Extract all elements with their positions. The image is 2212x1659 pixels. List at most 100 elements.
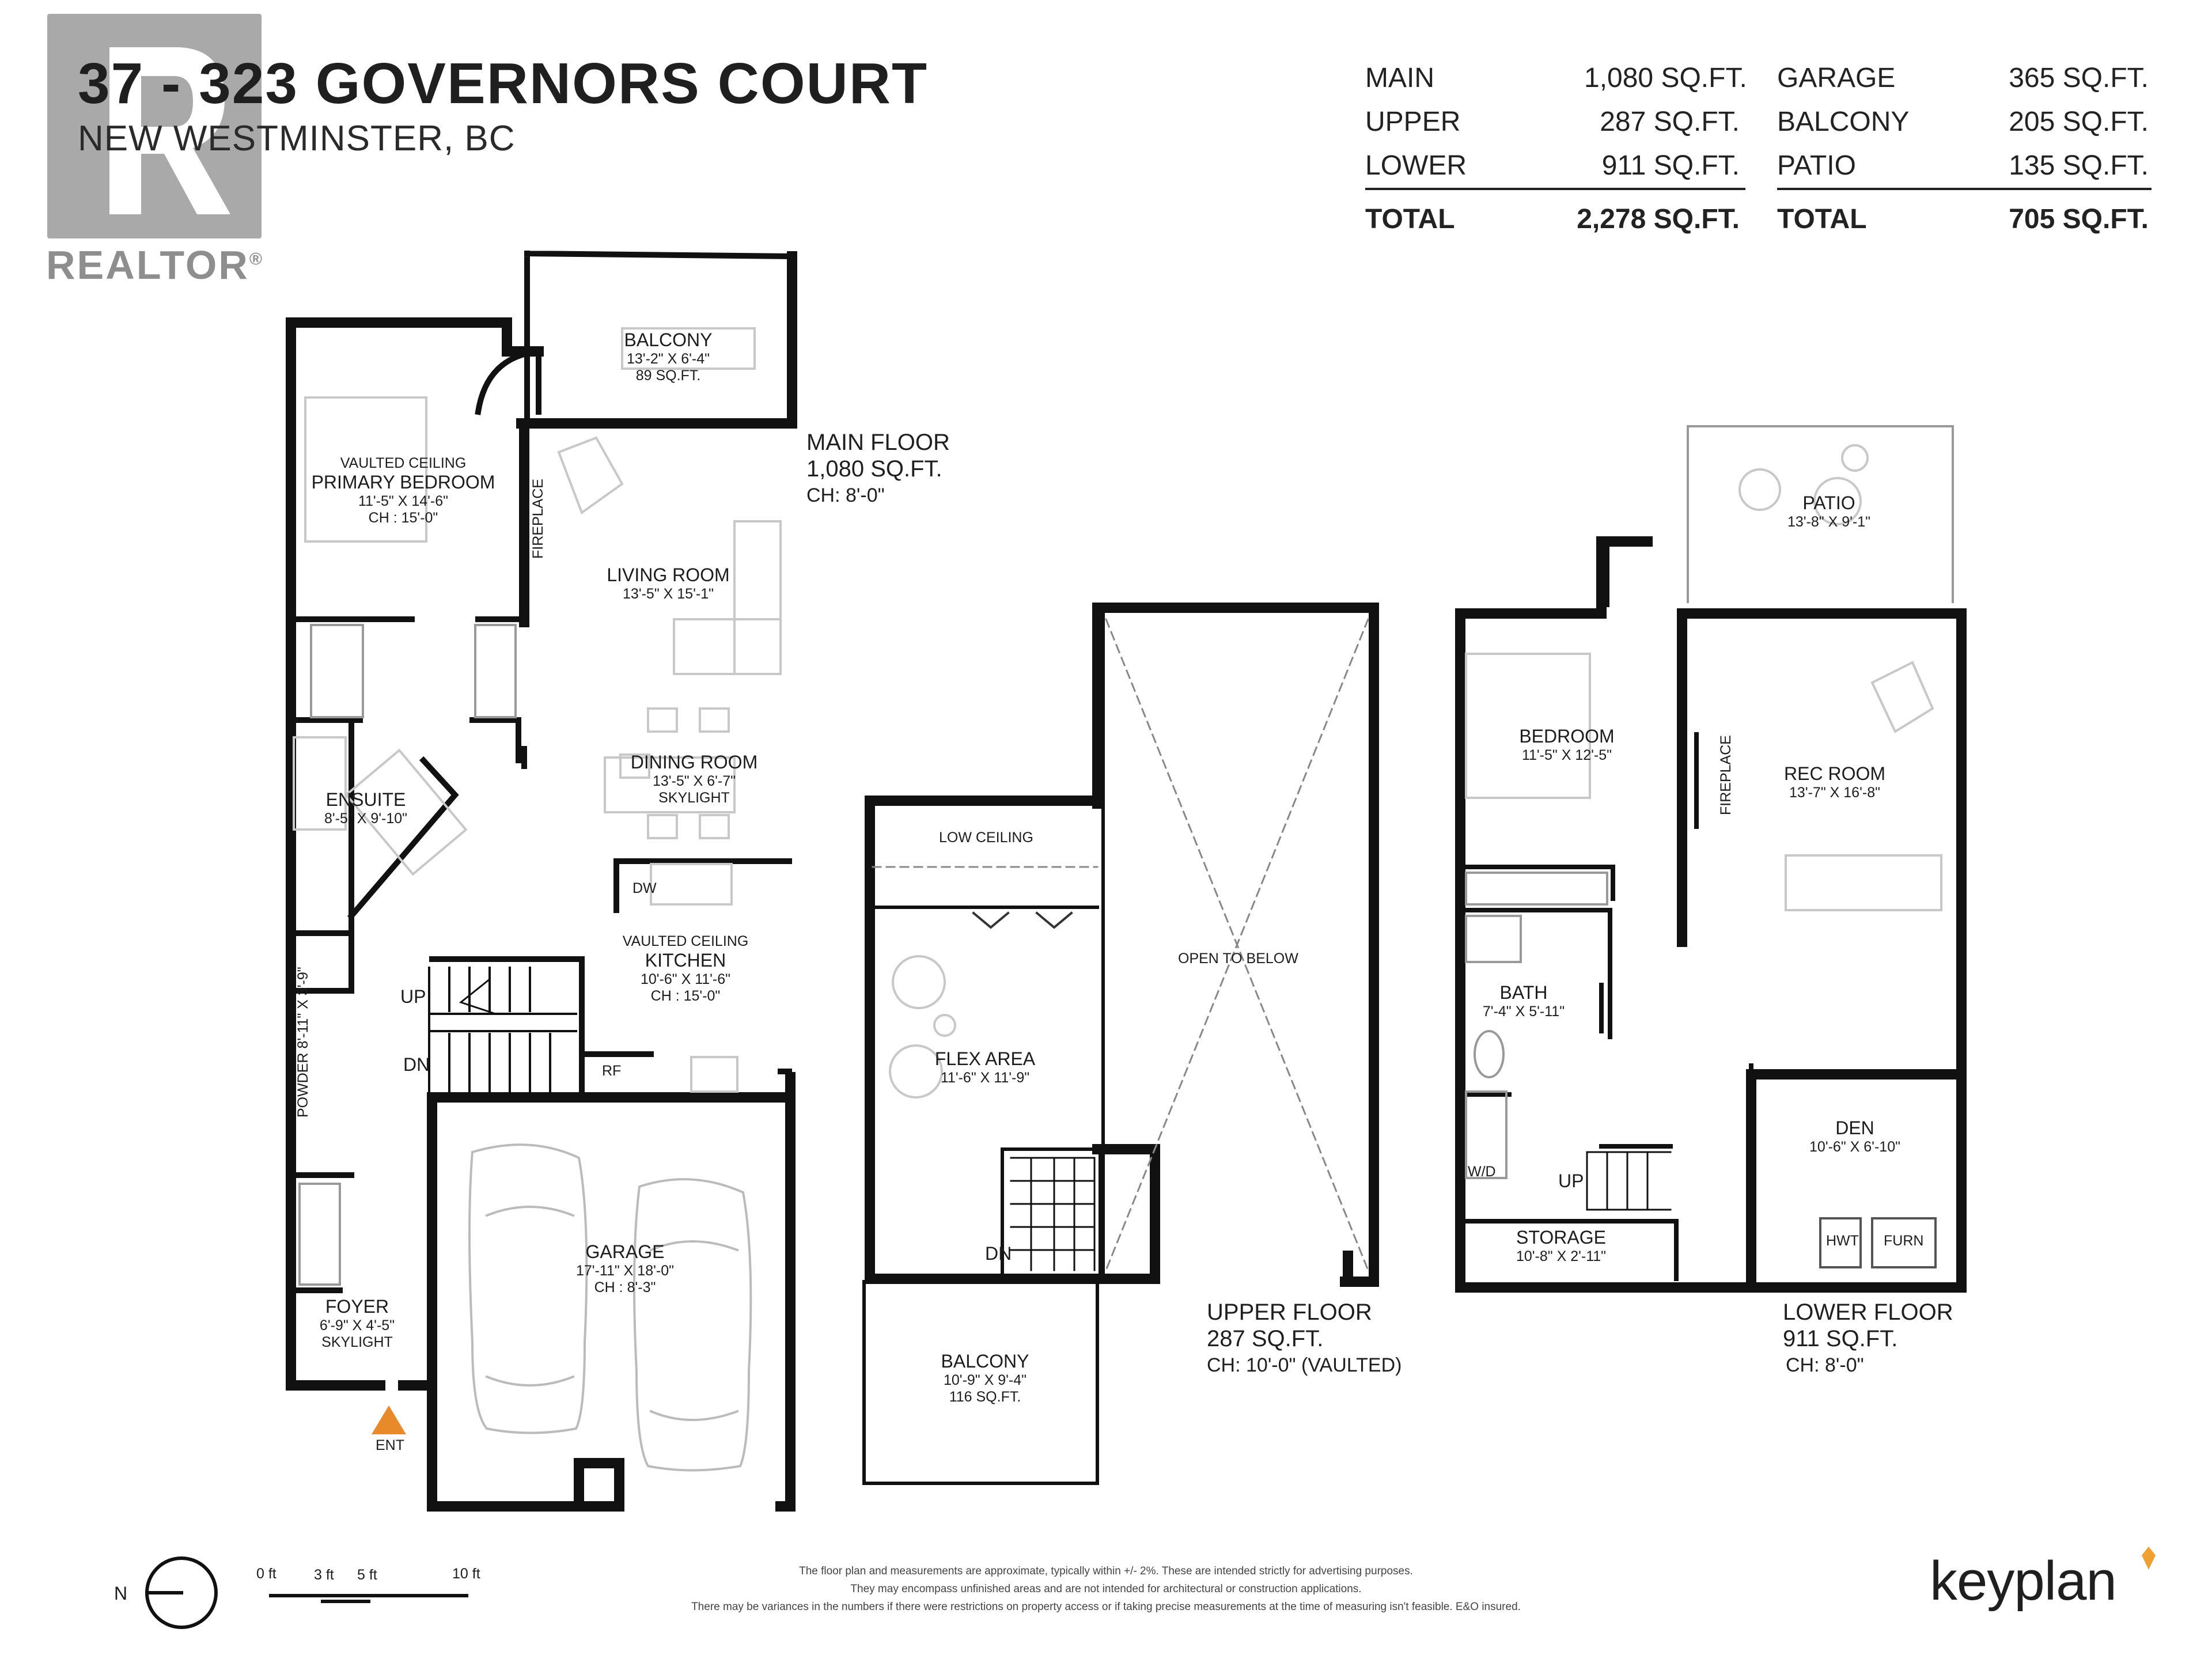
scale-label-3: 3 ft — [314, 1567, 334, 1583]
property-location: NEW WESTMINSTER, BC — [78, 119, 516, 158]
main-furniture — [293, 327, 782, 1093]
upper-dashed-lines — [872, 618, 1369, 1271]
room-ensuite: ENSUITE 8'-5" X 9'-10" — [300, 789, 432, 827]
area-value-garage: 365 SQ.FT. — [2009, 63, 2149, 93]
fireplace-lower-label: FIREPLACE — [1718, 735, 1734, 815]
room-name: BALCONY — [624, 329, 713, 350]
room-balcony-main: BALCONY 13'-2" X 6'-4" 89 SQ.FT. — [599, 329, 737, 384]
room-patio: PATIO 13'-8" X 9'-1" — [1766, 493, 1892, 531]
lower-furniture — [1465, 444, 1942, 1268]
room-rec-room: REC ROOM 13'-7" X 16'-8" — [1763, 763, 1907, 801]
upper-floor-interior — [862, 612, 1105, 1485]
room-garage: GARAGE 17'-11" X 18'-0" CH : 8'-3" — [553, 1241, 697, 1296]
room-bath: BATH 7'-4" X 5'-11" — [1469, 982, 1578, 1020]
room-note: VAULTED CEILING — [622, 933, 749, 949]
area-label-main: MAIN — [1365, 63, 1434, 93]
stairs-up-main: UP — [400, 986, 426, 1007]
room-name: ENSUITE — [325, 789, 406, 810]
disclaimer-line-2: They may encompass unfinished areas and … — [850, 1583, 1362, 1595]
room-name: STORAGE — [1516, 1227, 1606, 1248]
realtor-logo: REALTOR® — [46, 13, 282, 289]
room-dims: 11'-5" X 12'-5" — [1521, 747, 1612, 763]
room-storage: STORAGE 10'-8" X 2'-11" — [1492, 1227, 1630, 1265]
main-closets — [298, 624, 517, 1286]
floor-area: 287 SQ.FT. — [1207, 1326, 1324, 1351]
room-name: POWDER — [295, 1052, 311, 1118]
room-name: BEDROOM — [1519, 726, 1615, 747]
area-value-upper: 287 SQ.FT. — [1600, 107, 1740, 137]
north-label: N — [114, 1583, 128, 1604]
room-name: KITCHEN — [645, 950, 726, 971]
disclaimer-line-1: The floor plan and measurements are appr… — [799, 1565, 1413, 1577]
room-dims: 13'-8" X 9'-1" — [1787, 514, 1871, 530]
room-ch: CH : 8'-3" — [594, 1279, 656, 1296]
room-living-room: LIVING ROOM 13'-5" X 15'-1" — [593, 565, 743, 603]
room-dims: 7'-4" X 5'-11" — [1482, 1003, 1565, 1020]
area-label-upper: UPPER — [1365, 107, 1461, 137]
entry-marker — [372, 1406, 406, 1434]
scale-label-5: 5 ft — [357, 1567, 377, 1583]
floor-area: 911 SQ.FT. — [1783, 1326, 1898, 1351]
room-dims: 8'-11" X 3'-9" — [295, 967, 311, 1049]
room-powder: POWDER 8'-11" X 3'-9" — [295, 967, 312, 1118]
area-value-patio: 135 SQ.FT. — [2009, 150, 2149, 181]
room-dims: 17'-11" X 18'-0" — [576, 1263, 674, 1279]
room-name: GARAGE — [585, 1241, 665, 1262]
room-dims: 10'-9" X 9'-4" — [943, 1372, 1027, 1388]
area-total-value-right: 705 SQ.FT. — [2009, 204, 2149, 234]
area-divider-right — [1777, 188, 2152, 190]
room-ch: CH : 15'-0" — [368, 510, 438, 526]
floor-name: MAIN FLOOR — [806, 430, 950, 455]
room-primary-bedroom: VAULTED CEILING PRIMARY BEDROOM 11'-5" X… — [311, 455, 495, 527]
floor-ceiling-height: CH: 10'-0" (VAULTED) — [1207, 1354, 1402, 1376]
realtor-logo-text: REALTOR — [46, 243, 249, 287]
floor-ceiling-height: CH: 8'-0" — [1786, 1354, 1864, 1376]
room-dims: 13'-7" X 16'-8" — [1789, 785, 1880, 801]
fridge-label: RF — [602, 1063, 622, 1079]
disclaimer-line-3: There may be variances in the numbers if… — [691, 1601, 1521, 1613]
floor-name: LOWER FLOOR — [1783, 1300, 1953, 1325]
realtor-registered-mark: ® — [249, 249, 264, 269]
room-dims: 10'-6" X 6'-10" — [1809, 1139, 1900, 1155]
furnace-label: FURN — [1884, 1233, 1924, 1249]
floor-name: UPPER FLOOR — [1207, 1300, 1372, 1325]
scale-label-10: 10 ft — [452, 1566, 480, 1582]
lower-stairs — [1586, 1151, 1672, 1211]
stairs-up-lower: UP — [1558, 1171, 1584, 1191]
fireplace-main-label: FIREPLACE — [530, 479, 546, 559]
area-total-value-left: 2,278 SQ.FT. — [1577, 204, 1740, 234]
area-label-lower: LOWER — [1365, 150, 1467, 181]
room-area: 116 SQ.FT. — [949, 1389, 1021, 1405]
room-flex-area: FLEX AREA 11'-6" X 11'-9" — [919, 1048, 1051, 1086]
room-kitchen: VAULTED CEILING KITCHEN 10'-6" X 11'-6" … — [602, 933, 769, 1005]
lower-patio — [1687, 425, 1954, 603]
main-stairs — [428, 967, 577, 1096]
realtor-r-mark — [47, 14, 262, 238]
dishwasher-label: DW — [632, 880, 657, 896]
lower-floor-walls — [1455, 536, 1967, 1293]
room-name: FOYER — [325, 1296, 389, 1317]
upper-stairs — [1010, 1157, 1096, 1271]
area-value-balcony: 205 SQ.FT. — [2009, 107, 2149, 137]
area-label-balcony: BALCONY — [1777, 107, 1910, 137]
disclaimer: The floor plan and measurements are appr… — [530, 1562, 1682, 1616]
room-name: PATIO — [1802, 493, 1855, 513]
floor-area: 1,080 SQ.FT. — [806, 456, 942, 482]
hot-water-tank-label: HWT — [1826, 1233, 1859, 1249]
property-title: 37 - 323 GOVERNORS COURT — [78, 51, 929, 116]
stairs-down-upper: DN — [985, 1243, 1012, 1264]
area-label-garage: GARAGE — [1777, 63, 1896, 93]
north-arrow — [145, 1556, 218, 1629]
room-note: VAULTED CEILING — [340, 455, 467, 471]
room-dims: 11'-6" X 11'-9" — [940, 1070, 1030, 1086]
room-dims: 10'-6" X 11'-6" — [640, 971, 731, 987]
area-divider-left — [1365, 188, 1745, 190]
room-name: BATH — [1499, 982, 1548, 1003]
room-name: DINING ROOM — [630, 752, 758, 772]
room-area: 89 SQ.FT. — [635, 368, 701, 384]
room-dims: 13'-5" X 6'-7" — [652, 773, 736, 789]
room-dims: 10'-8" X 2'-11" — [1516, 1248, 1607, 1264]
room-name: BALCONY — [941, 1351, 1029, 1372]
